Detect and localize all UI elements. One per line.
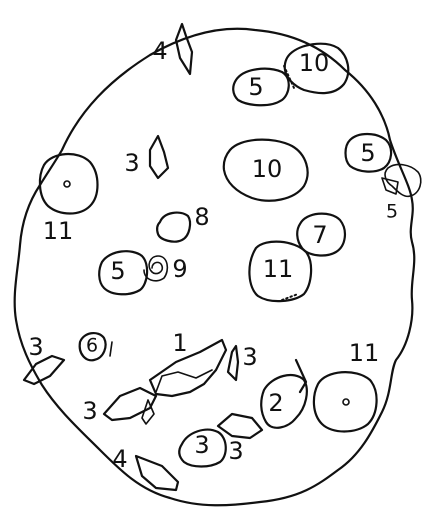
shape-8 xyxy=(157,213,190,242)
label-7: 7 xyxy=(312,221,327,249)
outer-boundary xyxy=(15,29,415,506)
label-3-bottom: 3 xyxy=(228,437,243,465)
label-1: 1 xyxy=(172,329,187,357)
label-11-left: 11 xyxy=(43,217,74,245)
label-5-top-right: 5 xyxy=(248,73,263,101)
label-3-bottom-circle: 3 xyxy=(194,431,209,459)
label-3-lower: 3 xyxy=(82,397,97,425)
label-10-top-right: 10 xyxy=(299,49,330,77)
shard-1 xyxy=(150,340,226,396)
label-5-right: 5 xyxy=(360,139,375,167)
shard-3-lower xyxy=(104,388,156,420)
shard-3-bottom xyxy=(218,414,262,438)
shard-3-right xyxy=(228,346,238,380)
label-3-right: 3 xyxy=(242,343,257,371)
label-4-top: 4 xyxy=(152,37,167,65)
label-5-spiral: 5 xyxy=(110,257,125,285)
label-3-lower-left: 3 xyxy=(28,333,43,361)
label-8: 8 xyxy=(194,203,209,231)
label-4-bottom: 4 xyxy=(112,445,127,473)
shape-11-lower-right xyxy=(314,372,377,431)
shard-4-top xyxy=(176,24,192,74)
shard-3-left xyxy=(150,136,168,178)
shape-11-left xyxy=(40,154,98,213)
shard-1-inner xyxy=(156,370,212,392)
label-6: 6 xyxy=(86,335,98,357)
label-9: 9 xyxy=(172,255,187,283)
label-3-left: 3 xyxy=(124,149,139,177)
fragment-right-edge-2 xyxy=(382,178,398,194)
label-2: 2 xyxy=(268,389,283,417)
dot-11-lower-right xyxy=(343,399,349,405)
label-11-lower-right: 11 xyxy=(349,339,380,367)
label-11-center: 11 xyxy=(263,255,294,283)
label-10-center: 10 xyxy=(252,155,283,183)
dot-11-left xyxy=(64,181,70,187)
label-5-right-lower: 5 xyxy=(386,201,398,223)
tail-6 xyxy=(110,342,112,356)
